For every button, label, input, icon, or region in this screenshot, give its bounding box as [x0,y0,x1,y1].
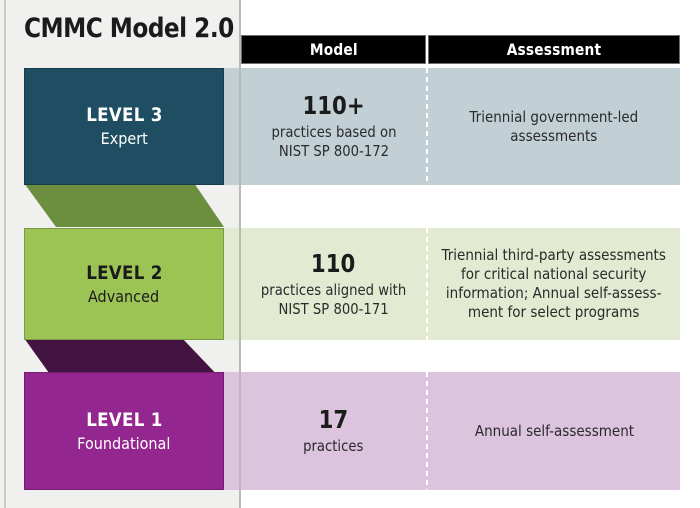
row-band-level-3: 110+ practices based on NIST SP 800-172 … [205,68,680,185]
ribbon-fold-level-2-to-1 [24,338,224,384]
level-title-level-2: LEVEL 2 [85,261,163,284]
level-title-level-1: LEVEL 1 [85,408,163,431]
assessment-text-level-2: Triennial third-party assessments for cr… [441,246,667,321]
column-header-model: Model [241,35,426,64]
column-header-assessment: Assessment [428,35,680,64]
model-cell-level-1: 17 practices [241,372,426,490]
row-band-level-2: 110 practices aligned with NIST SP 800-1… [205,228,680,340]
model-cell-level-2: 110 practices aligned with NIST SP 800-1… [241,228,426,340]
assessment-text-level-3: Triennial government-led assessments [469,107,639,145]
level-subtitle-level-3: Expert [100,129,148,148]
row-band-level-1: 17 practices Annual self-assessment [205,372,680,490]
assessment-cell-level-3: Triennial government-led assessments [428,68,680,185]
practice-detail-level-1: practices [303,437,364,455]
column-divider-level-2 [426,228,428,340]
level-block-level-3[interactable]: LEVEL 3 Expert [24,68,224,185]
ribbon-fold-level-3-to-2 [24,183,224,229]
column-header-assessment-label: Assessment [506,40,602,59]
level-subtitle-level-2: Advanced [88,286,160,306]
assessment-cell-level-1: Annual self-assessment [428,372,680,490]
level-title-level-3: LEVEL 3 [85,104,163,126]
level-subtitle-level-1: Foundational [77,433,171,453]
panel-divider [239,0,241,508]
practice-count-level-2: 110 [311,248,356,278]
assessment-cell-level-2: Triennial third-party assessments for cr… [428,228,680,340]
column-header-model-label: Model [309,40,358,59]
practice-detail-level-3: practices based on NIST SP 800-172 [271,123,396,160]
practice-count-level-3: 110+ [302,91,365,120]
assessment-text-level-1: Annual self-assessment [474,421,634,440]
model-cell-level-3: 110+ practices based on NIST SP 800-172 [241,68,426,185]
left-edge-rule [4,0,6,508]
practice-detail-level-2: practices aligned with NIST SP 800-171 [260,280,407,318]
practice-count-level-1: 17 [318,405,349,434]
level-block-level-2[interactable]: LEVEL 2 Advanced [24,228,224,340]
page-title: CMMC Model 2.0 [24,13,234,44]
column-divider-level-1 [426,372,428,490]
column-divider-level-3 [426,68,428,185]
level-block-level-1[interactable]: LEVEL 1 Foundational [24,372,224,490]
